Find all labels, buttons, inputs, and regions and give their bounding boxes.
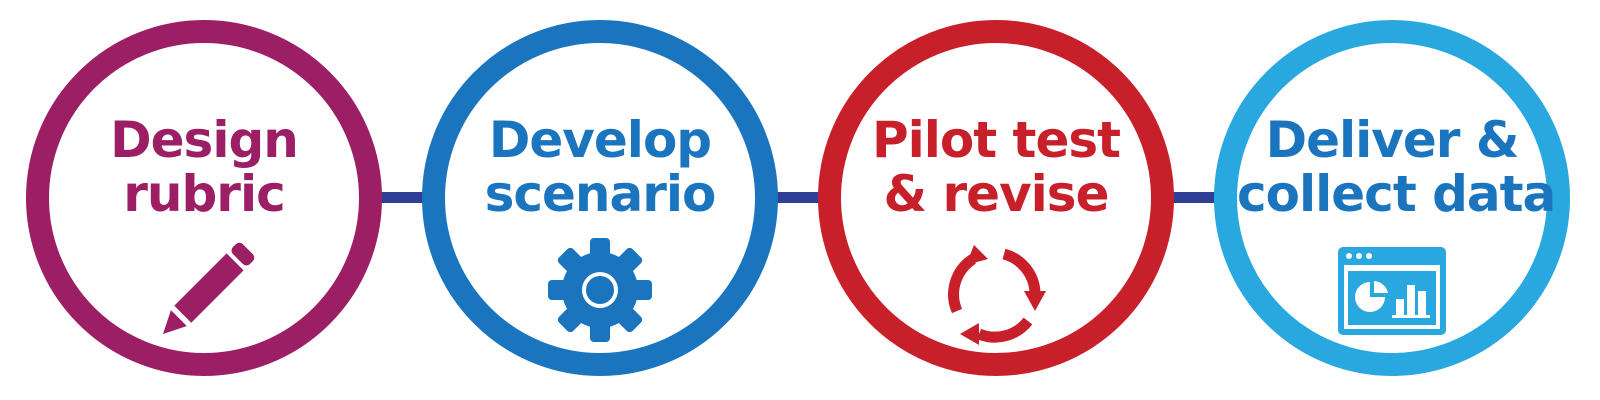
cycle-arrows-icon [841,235,1151,355]
step-title-line-2: scenario [484,165,717,223]
step-title: Develop scenario [445,113,755,221]
step-title-line-2: rubric [123,165,285,223]
step-title-line-1: Pilot test [871,111,1121,169]
step-pilot-test-revise: Pilot test & revise [818,20,1174,376]
connector-line-2 [764,192,822,203]
connector-line-3 [1160,192,1218,203]
step-design-rubric: Design rubric [26,20,382,376]
step-develop-scenario: Develop scenario [422,20,778,376]
step-deliver-collect-data: Deliver & collect data [1214,20,1570,376]
step-title-line-1: Design [110,111,299,169]
step-title-line-2: & revise [883,165,1110,223]
connector-line-1 [368,192,426,203]
step-title-line-1: Develop [488,111,712,169]
step-title-line-2: collect data [1237,165,1556,223]
gear-icon [445,235,755,355]
pencil-icon [49,235,359,355]
step-title: Design rubric [49,113,359,221]
step-title: Pilot test & revise [841,113,1151,221]
step-title-line-1: Deliver & [1265,111,1520,169]
dashboard-icon [1237,235,1547,355]
step-title: Deliver & collect data [1237,111,1556,223]
